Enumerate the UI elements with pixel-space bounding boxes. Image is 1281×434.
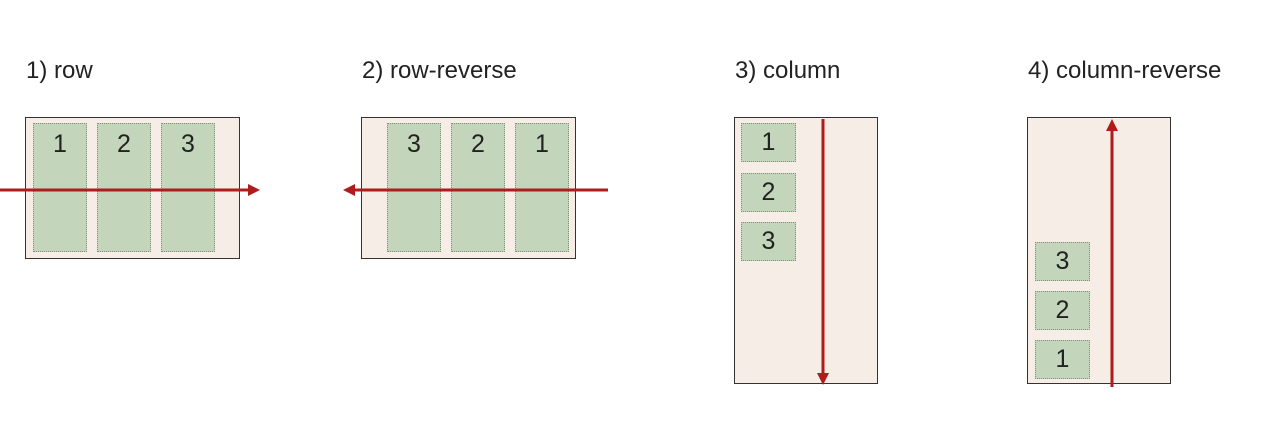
- label-row-reverse: 2) row-reverse: [362, 57, 517, 84]
- flex-item: 3: [387, 123, 441, 252]
- label-row: 1) row: [26, 57, 93, 84]
- arrow-row-head: [248, 184, 260, 196]
- container-column-reverse: 3 2 1: [1027, 117, 1171, 384]
- arrow-group: [0, 119, 1118, 387]
- arrow-column-head: [817, 373, 829, 385]
- flex-item: 2: [451, 123, 505, 252]
- flex-item: 3: [161, 123, 215, 252]
- flex-item: 1: [33, 123, 87, 252]
- flex-item: 2: [1035, 291, 1090, 330]
- flex-item: 2: [97, 123, 151, 252]
- label-column: 3) column: [735, 57, 841, 84]
- container-column: 1 2 3: [734, 117, 878, 384]
- flex-item: 2: [741, 173, 796, 212]
- flex-item: 1: [515, 123, 569, 252]
- flex-item: 3: [741, 222, 796, 261]
- arrow-column-reverse-head: [1106, 119, 1118, 131]
- arrow-row-reverse-head: [343, 184, 355, 196]
- flex-item: 3: [1035, 242, 1090, 281]
- flex-item: 1: [741, 123, 796, 162]
- container-row: 1 2 3: [25, 117, 240, 259]
- container-row-reverse: 3 2 1: [361, 117, 576, 259]
- flex-item: 1: [1035, 340, 1090, 379]
- label-column-reverse: 4) column-reverse: [1028, 57, 1222, 84]
